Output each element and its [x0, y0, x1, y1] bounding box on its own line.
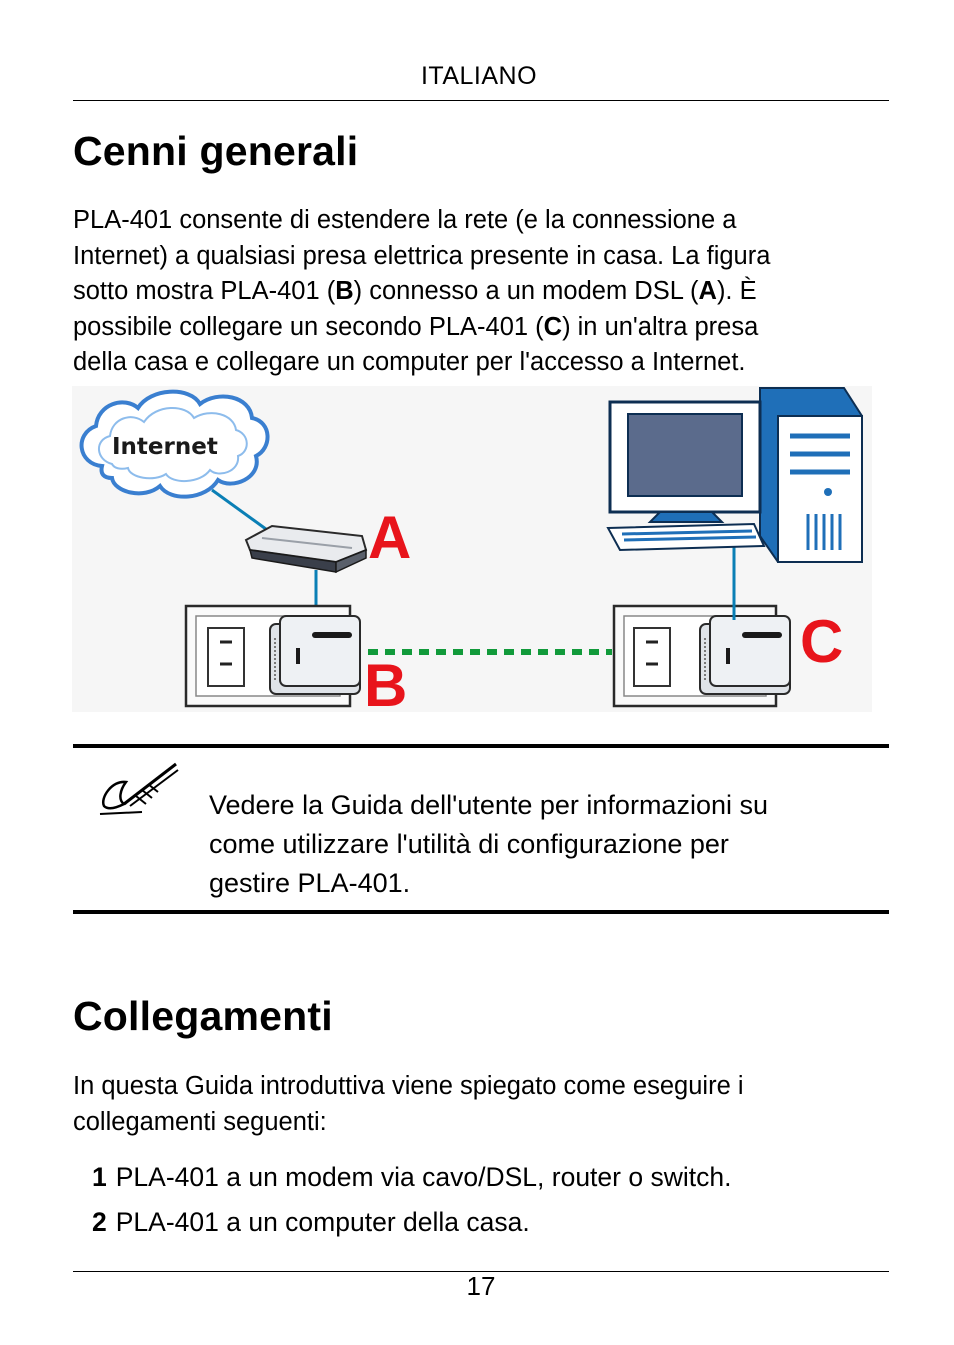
- list-item-text: PLA-401 a un modem via cavo/DSL, router …: [115, 1162, 732, 1192]
- text-run: ) connesso a un modem DSL (: [353, 277, 699, 305]
- header-rule: [73, 100, 889, 101]
- overview-line-5: della casa e collegare un computer per l…: [73, 348, 746, 376]
- ref-b: B: [335, 277, 354, 305]
- figure-label-c: C: [800, 608, 843, 675]
- pen-note-icon: [99, 762, 179, 815]
- section-title-connections: Collegamenti: [73, 993, 333, 1039]
- list-item: 2 PLA-401 a un computer della casa.: [92, 1205, 530, 1239]
- overview-line-1: PLA-401 consente di estendere la rete (e…: [73, 206, 737, 234]
- note-line-3: gestire PLA-401.: [209, 868, 411, 898]
- computer-icon: [606, 387, 863, 563]
- overview-line-2: Internet) a qualsiasi presa elettrica pr…: [73, 241, 771, 270]
- note-text: Vedere la Guida dell'utente per informaz…: [209, 786, 889, 903]
- cloud-label: Internet: [112, 434, 218, 460]
- list-item: 1 PLA-401 a un modem via cavo/DSL, router…: [92, 1160, 731, 1194]
- connections-intro-line-2: collegamenti seguenti:: [73, 1107, 327, 1136]
- text-run: possibile collegare un secondo PLA-401 (: [73, 312, 544, 341]
- note-line-2: come utilizzare l'utilità di configurazi…: [209, 829, 729, 859]
- list-item-text: PLA-401 a un computer della casa.: [115, 1207, 530, 1237]
- text-run: ). È: [716, 277, 757, 305]
- modem-icon: [244, 524, 368, 574]
- connections-intro: In questa Guida introduttiva viene spieg…: [73, 1069, 893, 1140]
- section-title-overview: Cenni generali: [73, 128, 359, 174]
- note-top-rule: [73, 744, 889, 748]
- overview-paragraph: PLA-401 consente di estendere la rete (e…: [73, 203, 893, 381]
- ref-c: C: [543, 312, 563, 341]
- text-run: ) in un'altra presa: [562, 312, 759, 341]
- internet-link-line: [211, 488, 271, 534]
- internet-cloud-icon: Internet: [79, 389, 270, 499]
- footer-rule: [73, 1271, 889, 1272]
- connections-intro-line-1: In questa Guida introduttiva viene spieg…: [73, 1072, 744, 1100]
- list-item-number: 1: [92, 1162, 107, 1192]
- figure-label-b: B: [364, 652, 407, 712]
- powerline-adapter-c-icon: [699, 615, 791, 695]
- page-header: ITALIANO: [420, 62, 538, 90]
- powerline-adapter-b-icon: [269, 615, 361, 695]
- page-number: 17: [466, 1271, 496, 1301]
- ref-a: A: [698, 277, 717, 305]
- figure-label-a: A: [368, 504, 411, 571]
- network-figure: Internet: [72, 386, 872, 712]
- overview-line-4: possibile collegare un secondo PLA-401 (…: [73, 310, 893, 346]
- overview-line-3: sotto mostra PLA-401 (B) connesso a un m…: [73, 274, 893, 310]
- note-line-1: Vedere la Guida dell'utente per informaz…: [209, 790, 768, 820]
- note-bottom-rule: [73, 910, 889, 914]
- text-run: sotto mostra PLA-401 (: [73, 277, 336, 305]
- list-item-number: 2: [92, 1207, 107, 1237]
